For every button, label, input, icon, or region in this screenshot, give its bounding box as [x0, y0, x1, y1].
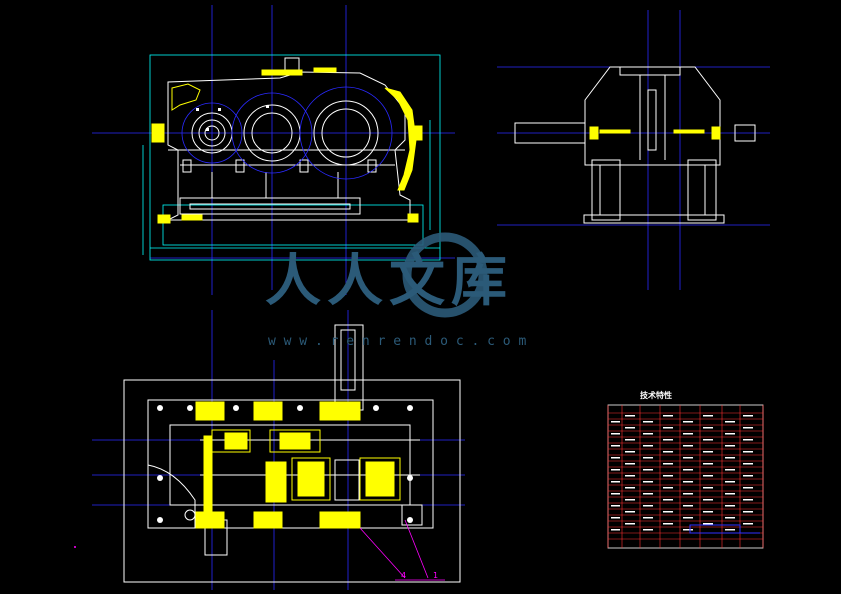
callout-1: 1	[433, 571, 438, 580]
table-heading: 技术特性	[640, 390, 672, 400]
watermark-url: w w w . r e n r e n d o c . c o m	[268, 334, 526, 349]
plan-section-view: 4 1	[74, 324, 461, 583]
front-elevation-view	[142, 54, 441, 261]
watermark: 人人文库 w w w . r e n r e n d o c . c o m	[265, 232, 526, 349]
technical-characteristics-table: 技术特性	[607, 390, 764, 549]
callout-4: 4	[401, 571, 406, 580]
side-elevation-view	[514, 66, 756, 224]
